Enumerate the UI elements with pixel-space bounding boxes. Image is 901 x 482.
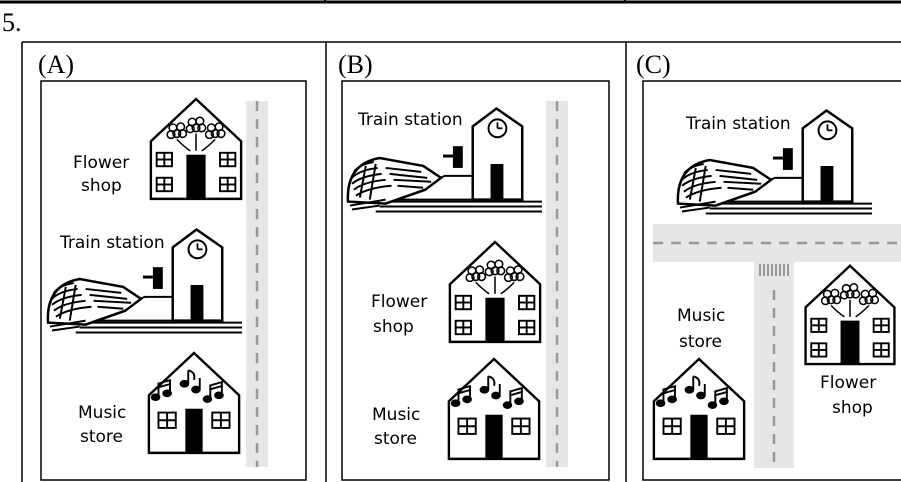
panel-b-train-label: Train station [357,110,463,130]
panel-c: (C) Train station Music store Flower sho… [626,41,901,481]
panel-a-label: (A) [38,50,74,79]
previous-row-border [0,0,901,4]
panel-c-flower-line2: shop [832,398,873,418]
question-number: 5. [2,8,22,37]
panel-a-music-line2: store [80,427,123,447]
panel-c-train-label: Train station [685,114,791,134]
panel-c-music-line1: Music [677,306,725,326]
panel-b-music-line1: Music [372,405,420,425]
panel-a-flower-line1: Flower [73,153,129,173]
panel-c-label: (C) [636,50,671,79]
panel-a-train-label: Train station [59,233,165,253]
panel-b: (B) Train station Flower shop Music stor… [326,41,627,482]
panel-a: (A) Flower shop Train station Music stor… [21,41,327,482]
crosswalk [759,264,789,276]
panel-c-music-line2: store [679,332,722,352]
panel-a-flower-line2: shop [81,176,122,196]
panel-a-music-line1: Music [78,403,126,423]
panel-b-flower-line2: shop [373,317,414,337]
panel-b-label: (B) [338,50,373,79]
panel-b-flower-line1: Flower [371,292,427,312]
panel-b-music-line2: store [374,429,417,449]
panel-c-flower-line1: Flower [820,373,876,393]
